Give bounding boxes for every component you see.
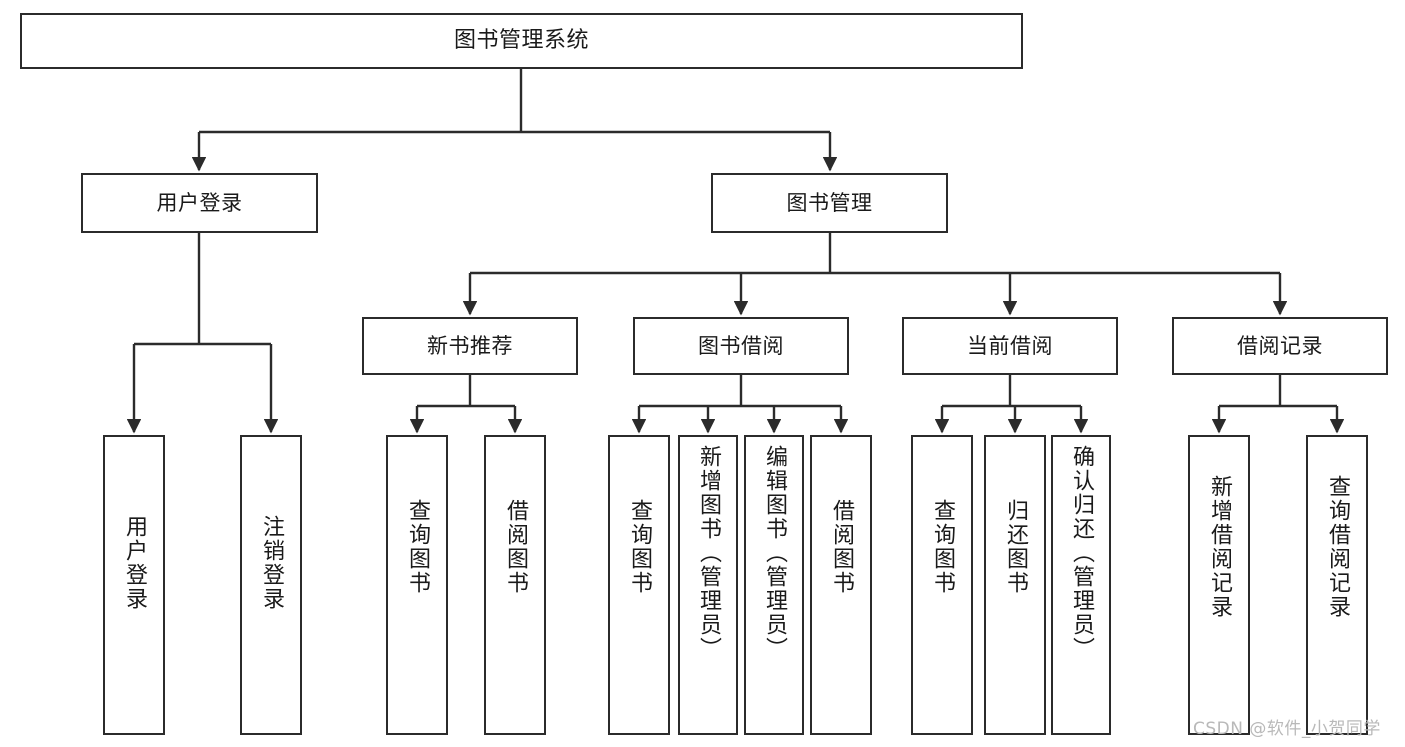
csdn-watermark: CSDN @软件_小贺同学 <box>1193 719 1381 739</box>
node-user-login[interactable]: 用户登录 <box>81 173 318 233</box>
node-leaf-query-book-borrow[interactable]: 查询图书 <box>608 435 670 735</box>
node-leaf-return-book-label: 归还图书 <box>1003 499 1028 595</box>
node-new-book-recommend-label: 新书推荐 <box>427 333 513 358</box>
node-book-management[interactable]: 图书管理 <box>711 173 948 233</box>
node-new-book-recommend[interactable]: 新书推荐 <box>362 317 578 375</box>
node-leaf-add-borrow-record[interactable]: 新增借阅记录 <box>1188 435 1250 735</box>
node-leaf-edit-book[interactable]: 编辑图书（管理员） <box>744 435 804 735</box>
node-leaf-user-login-label: 用户登录 <box>122 515 147 611</box>
node-leaf-user-login[interactable]: 用户登录 <box>103 435 165 735</box>
node-leaf-add-book[interactable]: 新增图书（管理员） <box>678 435 738 735</box>
node-root-label: 图书管理系统 <box>453 28 589 54</box>
node-leaf-logout-label: 注销登录 <box>259 515 284 611</box>
node-current-borrow[interactable]: 当前借阅 <box>902 317 1118 375</box>
node-book-borrow-label: 图书借阅 <box>698 333 784 358</box>
node-leaf-query-book-rec-label: 查询图书 <box>405 499 430 595</box>
node-user-login-label: 用户登录 <box>156 190 243 215</box>
node-book-management-label: 图书管理 <box>786 190 873 215</box>
node-borrow-record-label: 借阅记录 <box>1237 333 1323 358</box>
node-leaf-add-borrow-record-label: 新增借阅记录 <box>1207 475 1232 619</box>
node-leaf-confirm-return[interactable]: 确认归还（管理员） <box>1051 435 1111 735</box>
node-leaf-borrow-book-rec[interactable]: 借阅图书 <box>484 435 546 735</box>
node-leaf-borrow-book-rec-label: 借阅图书 <box>503 499 528 595</box>
node-leaf-edit-book-label: 编辑图书（管理员） <box>762 445 787 661</box>
node-borrow-record[interactable]: 借阅记录 <box>1172 317 1388 375</box>
node-leaf-logout[interactable]: 注销登录 <box>240 435 302 735</box>
node-leaf-add-book-label: 新增图书（管理员） <box>696 445 721 661</box>
node-leaf-query-book-current[interactable]: 查询图书 <box>911 435 973 735</box>
node-leaf-confirm-return-label: 确认归还（管理员） <box>1069 445 1094 661</box>
node-book-borrow[interactable]: 图书借阅 <box>633 317 849 375</box>
node-leaf-query-borrow-record-label: 查询借阅记录 <box>1325 475 1350 619</box>
node-root[interactable]: 图书管理系统 <box>20 13 1023 69</box>
node-current-borrow-label: 当前借阅 <box>967 333 1053 358</box>
node-leaf-borrow-book[interactable]: 借阅图书 <box>810 435 872 735</box>
node-leaf-borrow-book-label: 借阅图书 <box>829 499 854 595</box>
node-leaf-return-book[interactable]: 归还图书 <box>984 435 1046 735</box>
node-leaf-query-book-borrow-label: 查询图书 <box>627 499 652 595</box>
node-leaf-query-book-current-label: 查询图书 <box>930 499 955 595</box>
node-leaf-query-borrow-record[interactable]: 查询借阅记录 <box>1306 435 1368 735</box>
node-leaf-query-book-rec[interactable]: 查询图书 <box>386 435 448 735</box>
